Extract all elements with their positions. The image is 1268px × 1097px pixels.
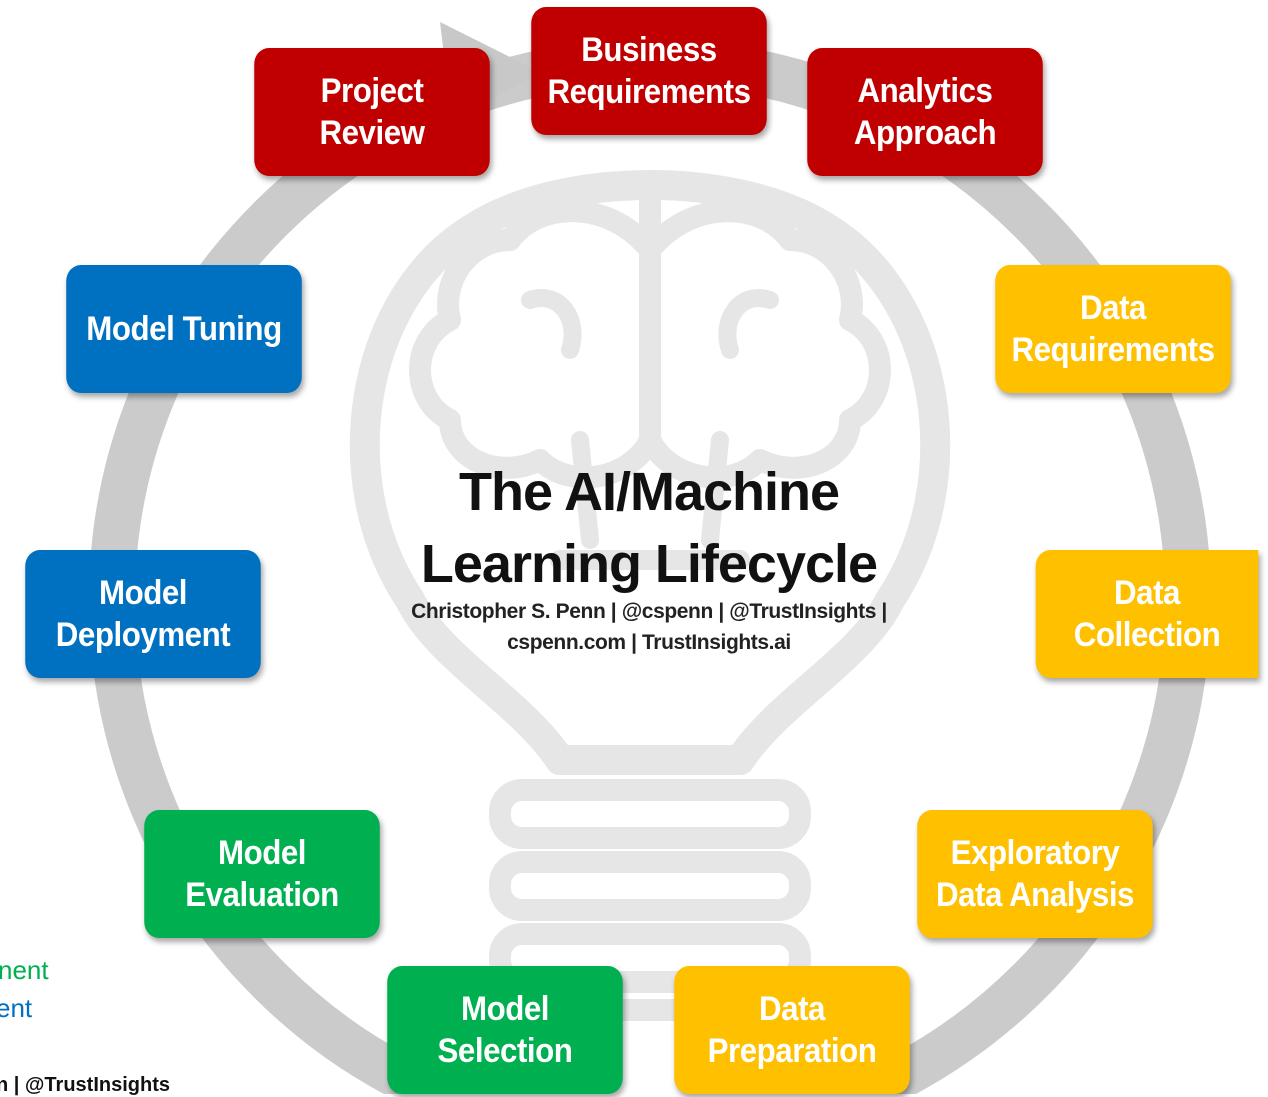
stage-label-line2: Approach [853,114,997,152]
stage-label-line1: Data [1114,574,1180,612]
credits-line2: cspenn.com | TrustInsights.ai [507,631,791,654]
stage-label-line1: Project [320,72,424,110]
stage-label-line2: Review [319,114,425,152]
stage-label-line2: Deployment [55,616,231,654]
stage-label-line1: Model [460,990,550,1028]
stage-project-review: Project Review [254,48,490,176]
stage-label-line2: Preparation [707,1032,877,1070]
stage-label-line2: Evaluation [185,876,339,914]
stage-model-evaluation: Model Evaluation [144,810,380,938]
stage-label-line2: Collection [1073,616,1221,654]
stage-label-line1: Model [98,574,188,612]
stage-label-line1: Model Tuning [86,310,282,348]
stage-model-tuning: Model Tuning [66,265,302,393]
stage-exploratory-data-analysis: Exploratory Data Analysis [917,810,1153,938]
stage-label-line1: Data [1080,289,1146,327]
stage-label-line1: Exploratory [950,834,1120,872]
stage-label-line2: Requirements [547,73,751,111]
credits-line1: Christopher S. Penn | @cspenn | @TrustIn… [411,600,887,623]
author-credits: Christopher S. Penn | @cspenn | @TrustIn… [349,596,949,658]
stage-label-line1: Analytics [857,72,993,110]
stage-label-line1: Model [217,834,307,872]
title-line1: The AI/Machine [458,462,840,522]
diagram-title: The AI/Machine Learning Lifecycle [349,456,949,600]
stage-label-line1: Business [581,31,717,69]
stage-data-collection: Data Collection [1035,550,1259,678]
stage-model-selection: Model Selection [387,966,623,1094]
stage-model-deployment: Model Deployment [25,550,261,678]
stage-label-line2: Requirements [1011,331,1215,369]
stage-business-requirements: Business Requirements [531,7,767,135]
stage-label-line2: Selection [437,1032,573,1070]
stage-label-line2: Data Analysis [935,876,1135,914]
title-line2: Learning Lifecycle [420,534,878,594]
cropped-text-fragment: n | @TrustInsights [0,1074,170,1096]
stage-label-line1: Data [759,990,825,1028]
stage-analytics-approach: Analytics Approach [807,48,1043,176]
cropped-text-fragment: nent [0,955,49,985]
stage-data-preparation: Data Preparation [674,966,910,1094]
stage-data-requirements: Data Requirements [995,265,1231,393]
cropped-text-fragment: ent [0,993,33,1023]
